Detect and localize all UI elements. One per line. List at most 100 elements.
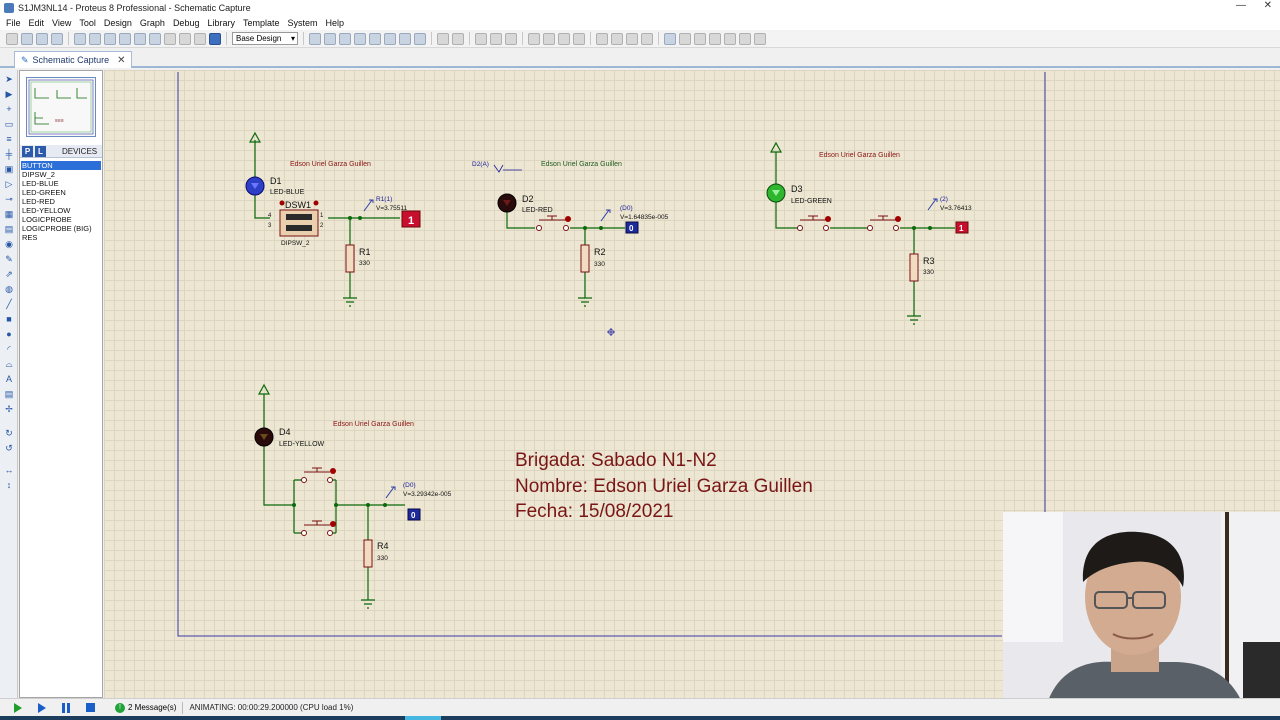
messages-count[interactable]: 2 Message(s)	[128, 703, 177, 712]
logic-probe-2[interactable]	[625, 221, 639, 234]
messages-icon[interactable]: !	[115, 702, 125, 713]
step-icon[interactable]	[38, 702, 46, 713]
new-file-icon[interactable]	[6, 32, 18, 45]
source-code-icon[interactable]	[179, 32, 191, 45]
r2-resistor[interactable]	[580, 244, 590, 273]
remove-sheet-icon[interactable]	[739, 32, 751, 45]
flip-v-icon[interactable]: ↕	[6, 480, 12, 490]
device-item-led-green[interactable]: LED-GREEN	[22, 188, 66, 197]
packaging-tool-icon[interactable]	[626, 32, 638, 45]
grid-icon[interactable]	[324, 32, 336, 45]
marker-icon[interactable]: ✢	[5, 404, 13, 414]
exit-to-parent-icon[interactable]	[754, 32, 766, 45]
voltage-probe-icon[interactable]: ✎	[5, 254, 13, 264]
home-icon[interactable]	[74, 32, 86, 45]
stop-icon[interactable]	[86, 703, 95, 712]
logic-probe-4[interactable]	[407, 508, 421, 521]
button-3b[interactable]	[867, 215, 902, 231]
device-item-led-yellow[interactable]: LED-YELLOW	[22, 206, 71, 215]
close-tab-icon[interactable]: ✕	[117, 54, 126, 66]
new-sheet-icon[interactable]	[724, 32, 736, 45]
minimize-button[interactable]: —	[1236, 0, 1246, 11]
text-script-icon[interactable]: ≡	[6, 134, 12, 144]
tape-icon[interactable]: ▤	[4, 224, 14, 234]
symbol-icon[interactable]: ▤	[4, 389, 14, 399]
box-icon[interactable]: ■	[6, 314, 12, 324]
device-item-led-blue[interactable]: LED-BLUE	[22, 179, 59, 188]
device-item-button[interactable]: BUTTON	[21, 161, 101, 170]
menu-template[interactable]: Template	[242, 18, 280, 28]
dsw1-switch-2[interactable]	[286, 225, 312, 231]
wire-label-icon[interactable]: ▭	[4, 119, 14, 129]
generator-icon[interactable]: ◉	[5, 239, 13, 249]
circle-icon[interactable]: ●	[6, 329, 12, 339]
pick-device-icon[interactable]	[596, 32, 608, 45]
graph-icon[interactable]: ▦	[4, 209, 14, 219]
refresh-icon[interactable]	[309, 32, 321, 45]
r1-resistor[interactable]	[345, 244, 355, 273]
rotate-cw-icon[interactable]: ↻	[5, 428, 13, 438]
origin-icon[interactable]	[339, 32, 351, 45]
menu-design[interactable]: Design	[103, 18, 132, 28]
block-copy-icon[interactable]	[528, 32, 540, 45]
copy-icon[interactable]	[490, 32, 502, 45]
menu-help[interactable]: Help	[325, 18, 345, 28]
rotate-ccw-icon[interactable]: ↺	[5, 443, 13, 453]
device-item-logicprobe[interactable]: LOGICPROBE	[22, 215, 72, 224]
button-4a[interactable]	[301, 467, 337, 483]
import-icon[interactable]	[51, 32, 63, 45]
device-item-led-red[interactable]: LED-RED	[22, 197, 55, 206]
help-icon[interactable]	[209, 32, 221, 45]
pause-icon[interactable]	[62, 702, 70, 713]
design-explorer-icon[interactable]	[164, 32, 176, 45]
overview-window[interactable]: ≡≡≡	[26, 77, 96, 137]
button-4b[interactable]	[301, 520, 337, 536]
save-icon[interactable]	[36, 32, 48, 45]
junction-icon[interactable]: +	[6, 104, 12, 114]
path-icon[interactable]: ⌓	[5, 359, 13, 369]
undo-icon[interactable]	[437, 32, 449, 45]
schematic-canvas[interactable]: D1 LED-BLUE Edson Uriel Garza Guillen DS…	[104, 70, 1280, 698]
device-item-logicprobe-big[interactable]: LOGICPROBE (BIG)	[22, 224, 92, 233]
library-manager-button[interactable]: L	[35, 145, 46, 157]
select-arrow-icon[interactable]: ➤	[5, 74, 13, 84]
logic-probe-1[interactable]	[401, 210, 421, 228]
zoom-in-icon[interactable]	[369, 32, 381, 45]
3d-view-icon[interactable]	[134, 32, 146, 45]
menu-debug[interactable]: Debug	[172, 18, 200, 28]
close-window-button[interactable]: ✕	[1263, 0, 1272, 11]
menu-view[interactable]: View	[52, 18, 72, 28]
zoom-all-icon[interactable]	[399, 32, 411, 45]
block-move-icon[interactable]	[543, 32, 555, 45]
terminal-icon[interactable]: ▷	[5, 179, 13, 189]
instrument-icon[interactable]: ◍	[5, 284, 13, 294]
decompose-icon[interactable]	[641, 32, 653, 45]
pcb-layout-icon[interactable]	[104, 32, 116, 45]
gerber-icon[interactable]	[119, 32, 131, 45]
r4-resistor[interactable]	[363, 539, 373, 568]
device-item-res[interactable]: RES	[22, 233, 38, 242]
pan-icon[interactable]	[354, 32, 366, 45]
button-3a[interactable]	[797, 215, 832, 231]
subcircuit-icon[interactable]: ▣	[4, 164, 14, 174]
property-assignment-icon[interactable]	[694, 32, 706, 45]
play-icon[interactable]	[14, 702, 22, 713]
device-item-dipsw[interactable]: DIPSW_2	[22, 170, 55, 179]
line-icon[interactable]: ╱	[6, 299, 12, 309]
zoom-out-icon[interactable]	[384, 32, 396, 45]
dsw1-switch-1[interactable]	[286, 214, 312, 220]
menu-tool[interactable]: Tool	[79, 18, 96, 28]
current-probe-icon[interactable]: ⇗	[5, 269, 13, 279]
wire-autorouter-icon[interactable]	[664, 32, 676, 45]
paste-icon[interactable]	[505, 32, 517, 45]
button-2[interactable]	[536, 215, 572, 231]
pick-devices-button[interactable]: P	[22, 145, 33, 157]
text-icon[interactable]: A	[5, 374, 12, 384]
search-tag-icon[interactable]	[679, 32, 691, 45]
r3-resistor[interactable]	[909, 253, 919, 282]
design-variant-select[interactable]: Base Design	[232, 32, 298, 45]
tab-schematic-capture[interactable]: ✎ Schematic Capture ✕	[14, 51, 133, 68]
menu-library[interactable]: Library	[207, 18, 235, 28]
component-icon[interactable]: ▶	[5, 89, 13, 99]
menu-graph[interactable]: Graph	[139, 18, 165, 28]
